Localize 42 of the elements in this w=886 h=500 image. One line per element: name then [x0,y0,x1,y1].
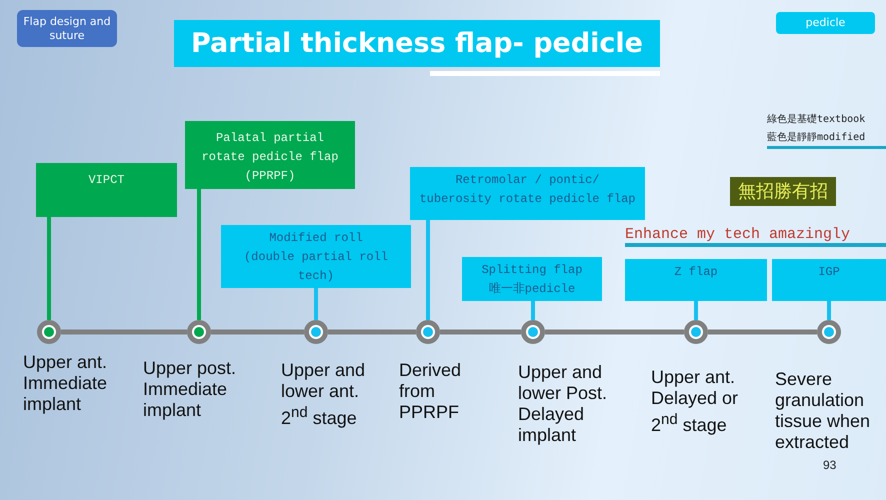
timeline-circle [416,320,440,344]
flap-box: Splitting flap 唯一非pedicle [462,257,602,301]
caption-text: Upper and lower ant. 2$^{nd}$ stage [281,360,366,429]
connector-line [197,189,201,320]
timeline-circle [684,320,708,344]
page-number: 93 [823,458,836,472]
timeline-line [440,330,521,334]
timeline-line [708,330,817,334]
title-banner: Partial thickness flap- pedicle [174,20,660,67]
connector-line [47,217,51,320]
flap-box: Z flap [625,259,767,301]
connector-line [531,301,535,320]
tab-button: pedicle [776,12,875,34]
timeline-circle [521,320,545,344]
connector-line [827,301,831,320]
timeline-line [211,330,304,334]
flap-box: Modified roll (double partial roll tech) [221,225,411,288]
flap-box: VIPCT [36,163,177,217]
flap-box: Palatal partial rotate pedicle flap (PPRPF) [185,121,355,189]
connector-line [694,301,698,320]
timeline-circle [817,320,841,344]
timeline-circle [37,320,61,344]
menu-button: Flap design and suture [17,10,117,47]
caption-text: Severe granulation tissue when extracted [775,369,872,453]
caption-text: Upper ant. Immediate implant [23,352,108,415]
timeline-line [61,330,187,334]
flap-box: Retromolar / pontic/ tuberosity rotate pedicle flap [410,167,645,220]
flap-box: IGP [772,259,886,301]
timeline-line [328,330,416,334]
caption-text: Upper and lower Post. Delayed implant [518,362,608,446]
caption-text: Upper post. Immediate implant [143,358,238,421]
motto-box: 無招勝有招 [730,177,836,206]
connector-line [314,288,318,320]
caption-text: Upper ant. Delayed or 2$^{nd}$ stage [651,367,740,436]
note-text: 綠色是基礎textbook [767,112,866,126]
timeline-circle [304,320,328,344]
timeline-line [545,330,684,334]
note-text: 藍色是靜靜modified [767,130,866,144]
slogan-text: Enhance my tech amazingly [625,226,850,243]
connector-line [426,220,430,320]
timeline-circle [187,320,211,344]
caption-text: Derived from PPRPF [399,360,462,423]
